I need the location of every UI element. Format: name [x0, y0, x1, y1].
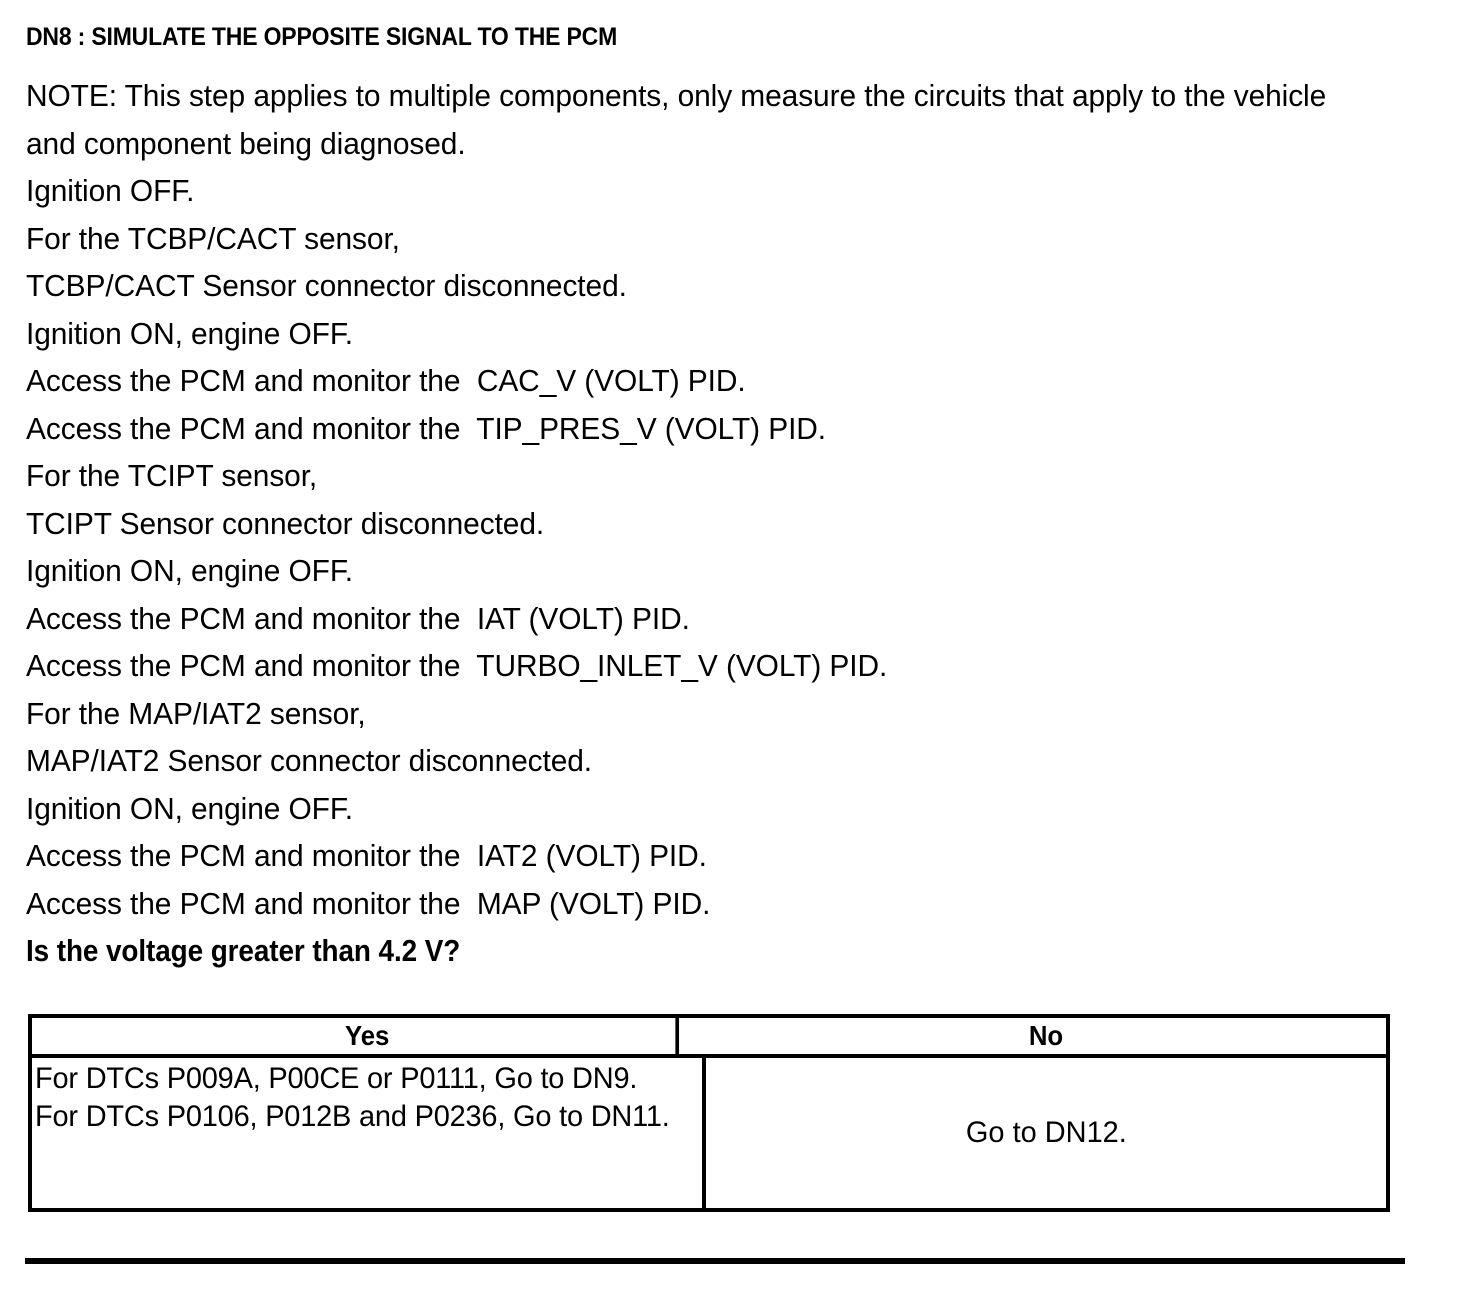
instruction-line-16: Access the PCM and monitor the MAP (VOLT… [26, 885, 711, 921]
instruction-line-3: TCBP/CACT Sensor connector disconnected. [26, 268, 627, 303]
instruction-line-11: Access the PCM and monitor the TURBO_INL… [26, 648, 888, 683]
table-header-yes: Yes [59, 1018, 680, 1054]
footer-divider [25, 1258, 1405, 1264]
instruction-line-12: For the MAP/IAT2 sensor, [26, 695, 366, 731]
instruction-line-7: For the TCIPT sensor, [26, 458, 318, 493]
instruction-list: NOTE: This step applies to multiple comp… [26, 72, 1426, 975]
instruction-line-14: Ignition ON, engine OFF. [26, 790, 353, 826]
table-cell-no: Go to DN12. [706, 1058, 1386, 1208]
table-header-row: Yes No [32, 1018, 1386, 1058]
instruction-line-10: Access the PCM and monitor the IAT (VOLT… [26, 600, 690, 636]
instruction-line-15: Access the PCM and monitor the IAT2 (VOL… [26, 838, 707, 873]
table-header-no: No [1028, 1020, 1064, 1051]
page-title: DN8 : SIMULATE THE OPPOSITE SIGNAL TO TH… [26, 23, 618, 51]
instruction-line-6: Access the PCM and monitor the TIP_PRES_… [26, 410, 827, 446]
table-cell-yes: For DTCs P009A, P00CE or P0111, Go to DN… [32, 1058, 706, 1208]
no-action-text[interactable]: Go to DN12. [965, 1116, 1127, 1149]
instruction-line-9: Ignition ON, engine OFF. [26, 553, 353, 588]
instruction-line-2: For the TCBP/CACT sensor, [26, 220, 400, 256]
instruction-line-5: Access the PCM and monitor the CAC_V (VO… [26, 363, 746, 398]
instruction-line-note: NOTE: This step applies to multiple comp… [26, 78, 1335, 161]
yes-action-text[interactable]: For DTCs P009A, P00CE or P0111, Go to DN… [35, 1062, 670, 1133]
table-row: For DTCs P009A, P00CE or P0111, Go to DN… [32, 1058, 1386, 1208]
decision-table: Yes No For DTCs P009A, P00CE or P0111, G… [28, 1014, 1390, 1212]
decision-question: Is the voltage greater than 4.2 V? [26, 933, 461, 968]
instruction-line-4: Ignition ON, engine OFF. [26, 315, 353, 351]
instruction-line-1: Ignition OFF. [26, 173, 195, 208]
instruction-line-13: MAP/IAT2 Sensor connector disconnected. [26, 743, 593, 778]
instruction-line-8: TCIPT Sensor connector disconnected. [26, 505, 545, 541]
